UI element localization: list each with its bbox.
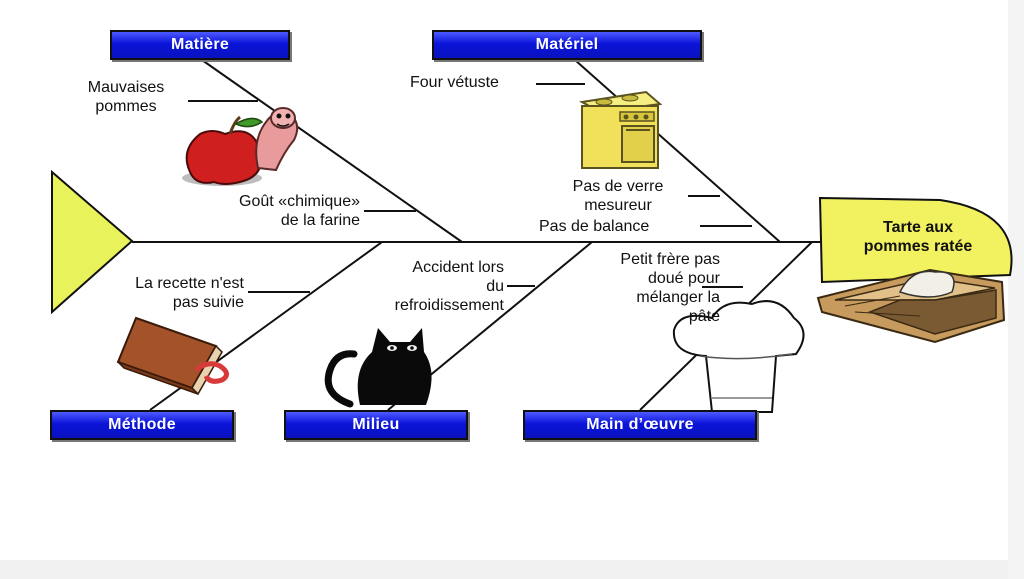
cause-four-vetuste: Four vétuste (410, 74, 499, 91)
book-icon (116, 316, 229, 396)
cause-line: mesureur (584, 197, 652, 214)
apple-worm-icon (182, 107, 299, 186)
cause-gout-chimique: Goût «chimique» de la farine (176, 192, 360, 230)
cause-line: La recette n'est (135, 275, 244, 292)
cause-line: de la farine (280, 212, 360, 229)
cause-line: Pas de verre (572, 178, 664, 195)
category-methode: Méthode (50, 410, 234, 440)
cause-accident-refroidissement: Accident lors du refroidissement (352, 258, 504, 315)
cause-pas-de-balance: Pas de balance (539, 218, 650, 235)
arrow-tail-icon (51, 169, 134, 315)
right-edge (1008, 0, 1024, 579)
category-main-oeuvre: Main d’œuvre (523, 410, 757, 440)
bone-materiel (574, 59, 781, 243)
cause-line: pâte (688, 308, 720, 325)
cause-line: Goût «chimique» (239, 193, 360, 210)
cause-recette-non-suivie: La recette n'est pas suivie (86, 274, 244, 312)
category-milieu: Milieu (284, 410, 468, 440)
effect-line-2: pommes ratée (863, 238, 973, 255)
cause-line: doué pour (647, 270, 720, 287)
bone-matiere (201, 59, 463, 243)
effect-head (818, 196, 1013, 284)
cause-line: du (486, 278, 504, 295)
cause-line: Accident lors (412, 259, 504, 276)
stove-icon (578, 90, 663, 169)
cause-line: Mauvaises (87, 79, 165, 96)
cause-line: pommes (95, 98, 157, 115)
cat-icon (324, 328, 432, 408)
cause-line: pas suivie (172, 294, 244, 311)
cause-petit-frere: Petit frère pas doué pour mélanger la pâ… (572, 250, 720, 326)
pie-icon (816, 268, 1006, 344)
category-matiere: Matière (110, 30, 290, 60)
bottom-edge (0, 560, 1024, 579)
cause-line: refroidissement (394, 297, 504, 314)
cause-line: mélanger la (636, 289, 720, 306)
cause-verre-mesureur: Pas de verre mesureur (548, 177, 688, 215)
chef-hat-icon (672, 300, 805, 413)
cause-line: Petit frère pas (620, 251, 720, 268)
cause-mauvaises-pommes: Mauvaises pommes (68, 78, 184, 116)
effect-line-1: Tarte aux (883, 219, 953, 236)
effect-label: Tarte aux pommes ratée (826, 218, 1010, 256)
category-materiel: Matériel (432, 30, 702, 60)
